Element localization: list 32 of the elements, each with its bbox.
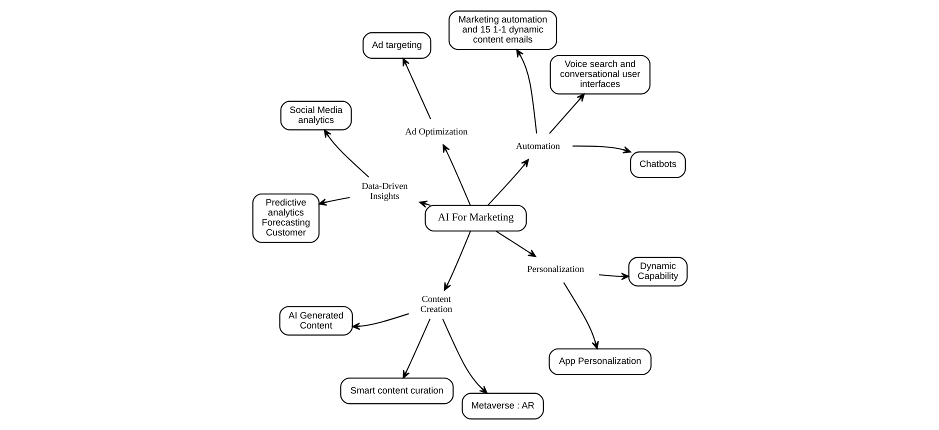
arrow: [443, 231, 470, 291]
arrow: [442, 318, 488, 394]
node-text: Personalization: [526, 264, 584, 275]
arrow: [486, 158, 528, 206]
arrow: [418, 200, 430, 208]
arrow: [318, 196, 350, 206]
arrow: [402, 318, 430, 378]
node-text: Ad Optimization: [404, 127, 468, 138]
arrow: [598, 272, 629, 280]
node-box: AI Generated Content: [278, 306, 352, 336]
arrow: [402, 58, 431, 120]
arrow: [323, 129, 369, 178]
node-box: Metaverse : AR: [461, 392, 544, 420]
node-box: Chatbots: [630, 151, 686, 178]
node-text: Automation: [515, 142, 560, 152]
arrow: [562, 282, 598, 350]
arrow: [516, 49, 537, 134]
node-text: Content Creation: [420, 294, 452, 315]
node-box: Marketing automation and 15 1-1 dynamic content emails: [448, 10, 557, 50]
arrow: [442, 144, 470, 206]
node-box: Social Media analytics: [280, 100, 352, 130]
node-box: Dynamic Capability: [628, 256, 688, 286]
node-box: Predictive analytics Forecasting Customer: [252, 193, 320, 243]
node-text: Data-Driven Insights: [361, 182, 408, 202]
arrow: [548, 93, 584, 134]
node-box: Ad targeting: [362, 32, 431, 59]
arrow: [352, 313, 408, 330]
arrow: [495, 230, 536, 258]
node-box: Smart content curation: [340, 378, 454, 404]
arrow: [572, 146, 631, 154]
node-box: App Personalization: [548, 348, 652, 376]
node-box: Voice search and conversational user interfaces: [549, 54, 650, 94]
